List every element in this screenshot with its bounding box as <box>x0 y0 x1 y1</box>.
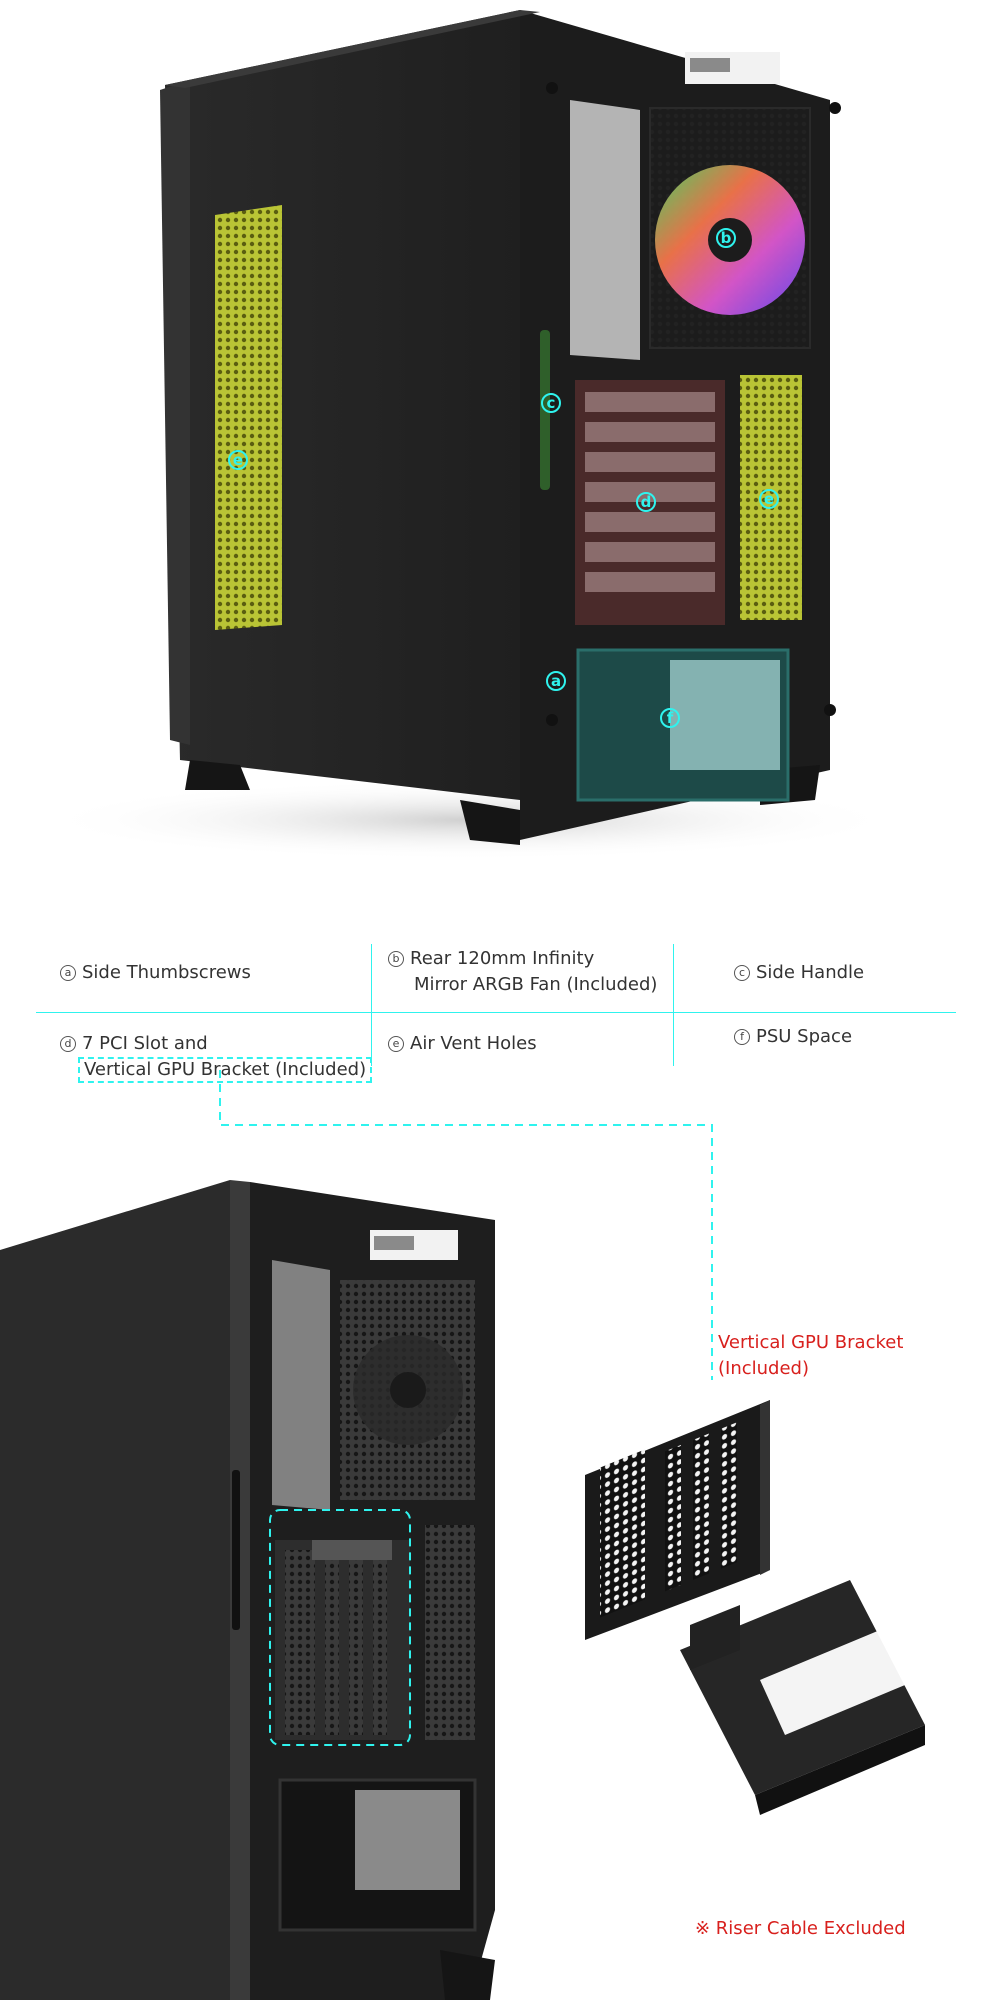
svg-text:e: e <box>764 490 774 508</box>
legend-divider-horizontal <box>36 1012 956 1013</box>
marker-e: e <box>228 450 248 470</box>
legend-item-air-vent: e Air Vent Holes <box>388 1031 537 1057</box>
marker-b: b <box>716 228 736 248</box>
callout-label: Vertical GPU Bracket (Included) <box>718 1330 903 1382</box>
thumbscrew <box>829 102 841 114</box>
installed-bracket-highlight <box>269 1509 411 1746</box>
marker-f: f <box>660 708 680 728</box>
case-window <box>272 1260 330 1510</box>
vertical-gpu-bracket <box>585 1400 925 1815</box>
legend-item-pci-slots: d 7 PCI Slot and Vertical GPU Bracket (In… <box>60 1031 373 1083</box>
callout-line-2: (Included) <box>718 1358 809 1379</box>
psu-window <box>670 660 780 770</box>
marker-a: a <box>546 671 566 691</box>
fan-hub <box>708 218 752 262</box>
rear-vent <box>425 1525 475 1740</box>
svg-text:d: d <box>641 493 652 511</box>
riser-cable-note: ※ Riser Cable Excluded <box>695 1918 906 1939</box>
case-rear-illustration: e b c d e a f <box>40 10 900 860</box>
legend-marker: b <box>388 951 404 967</box>
barcode <box>374 1236 414 1250</box>
case-top-edge <box>165 10 540 88</box>
legend-label: Side Handle <box>756 962 865 983</box>
callout-line-1: Vertical GPU Bracket <box>718 1332 904 1353</box>
legend-item-side-handle: c Side Handle <box>734 960 864 986</box>
case-window <box>570 100 640 360</box>
legend-divider-vertical <box>673 944 674 1066</box>
legend-marker: d <box>60 1036 76 1052</box>
legend-table: a Side Thumbscrews b Rear 120mm Infinity M… <box>36 940 956 1083</box>
case-foot <box>440 1950 495 2000</box>
side-vent-highlight <box>215 205 282 630</box>
legend-marker: a <box>60 965 76 981</box>
case-gpu-bracket-illustration <box>0 1180 925 2000</box>
svg-text:f: f <box>667 709 674 727</box>
marker-d: d <box>636 492 656 512</box>
marker-c: c <box>541 393 561 413</box>
svg-text:a: a <box>551 672 561 690</box>
legend-marker: e <box>388 1036 404 1052</box>
rear-vent-highlight <box>740 375 802 620</box>
legend-item-psu-space: f PSU Space <box>734 1024 852 1050</box>
case-foot <box>460 800 520 845</box>
callout-leader-line <box>219 1070 713 1380</box>
case-side-panel <box>0 1180 230 2000</box>
barcode <box>690 58 730 72</box>
side-handle <box>232 1470 240 1630</box>
legend-label: PSU Space <box>756 1026 853 1047</box>
legend-marker: f <box>734 1029 750 1045</box>
thumbscrew <box>546 82 558 94</box>
legend-label: Mirror ARGB Fan (Included) <box>414 974 658 995</box>
legend-label: Side Thumbscrews <box>82 962 251 983</box>
svg-text:c: c <box>547 394 556 412</box>
legend-item-rear-fan: b Rear 120mm Infinity Mirror ARGB Fan (In… <box>388 946 657 998</box>
psu-window <box>355 1790 460 1890</box>
case-front-edge <box>160 80 190 745</box>
svg-text:e: e <box>233 451 243 469</box>
pci-slot-covers <box>585 392 715 592</box>
legend-label-highlighted: Vertical GPU Bracket (Included) <box>78 1057 373 1083</box>
legend-label: 7 PCI Slot and <box>82 1033 208 1054</box>
legend-divider-vertical <box>371 944 372 1066</box>
case-foot <box>185 760 250 790</box>
fan-hub <box>390 1372 426 1408</box>
legend-label: Air Vent Holes <box>410 1033 537 1054</box>
legend-item-side-thumbscrews: a Side Thumbscrews <box>60 960 251 986</box>
svg-text:b: b <box>721 229 732 247</box>
legend-marker: c <box>734 965 750 981</box>
marker-e-rear: e <box>759 489 779 509</box>
thumbscrew <box>824 704 836 716</box>
legend-label: Rear 120mm Infinity <box>410 948 595 969</box>
thumbscrew <box>546 714 558 726</box>
